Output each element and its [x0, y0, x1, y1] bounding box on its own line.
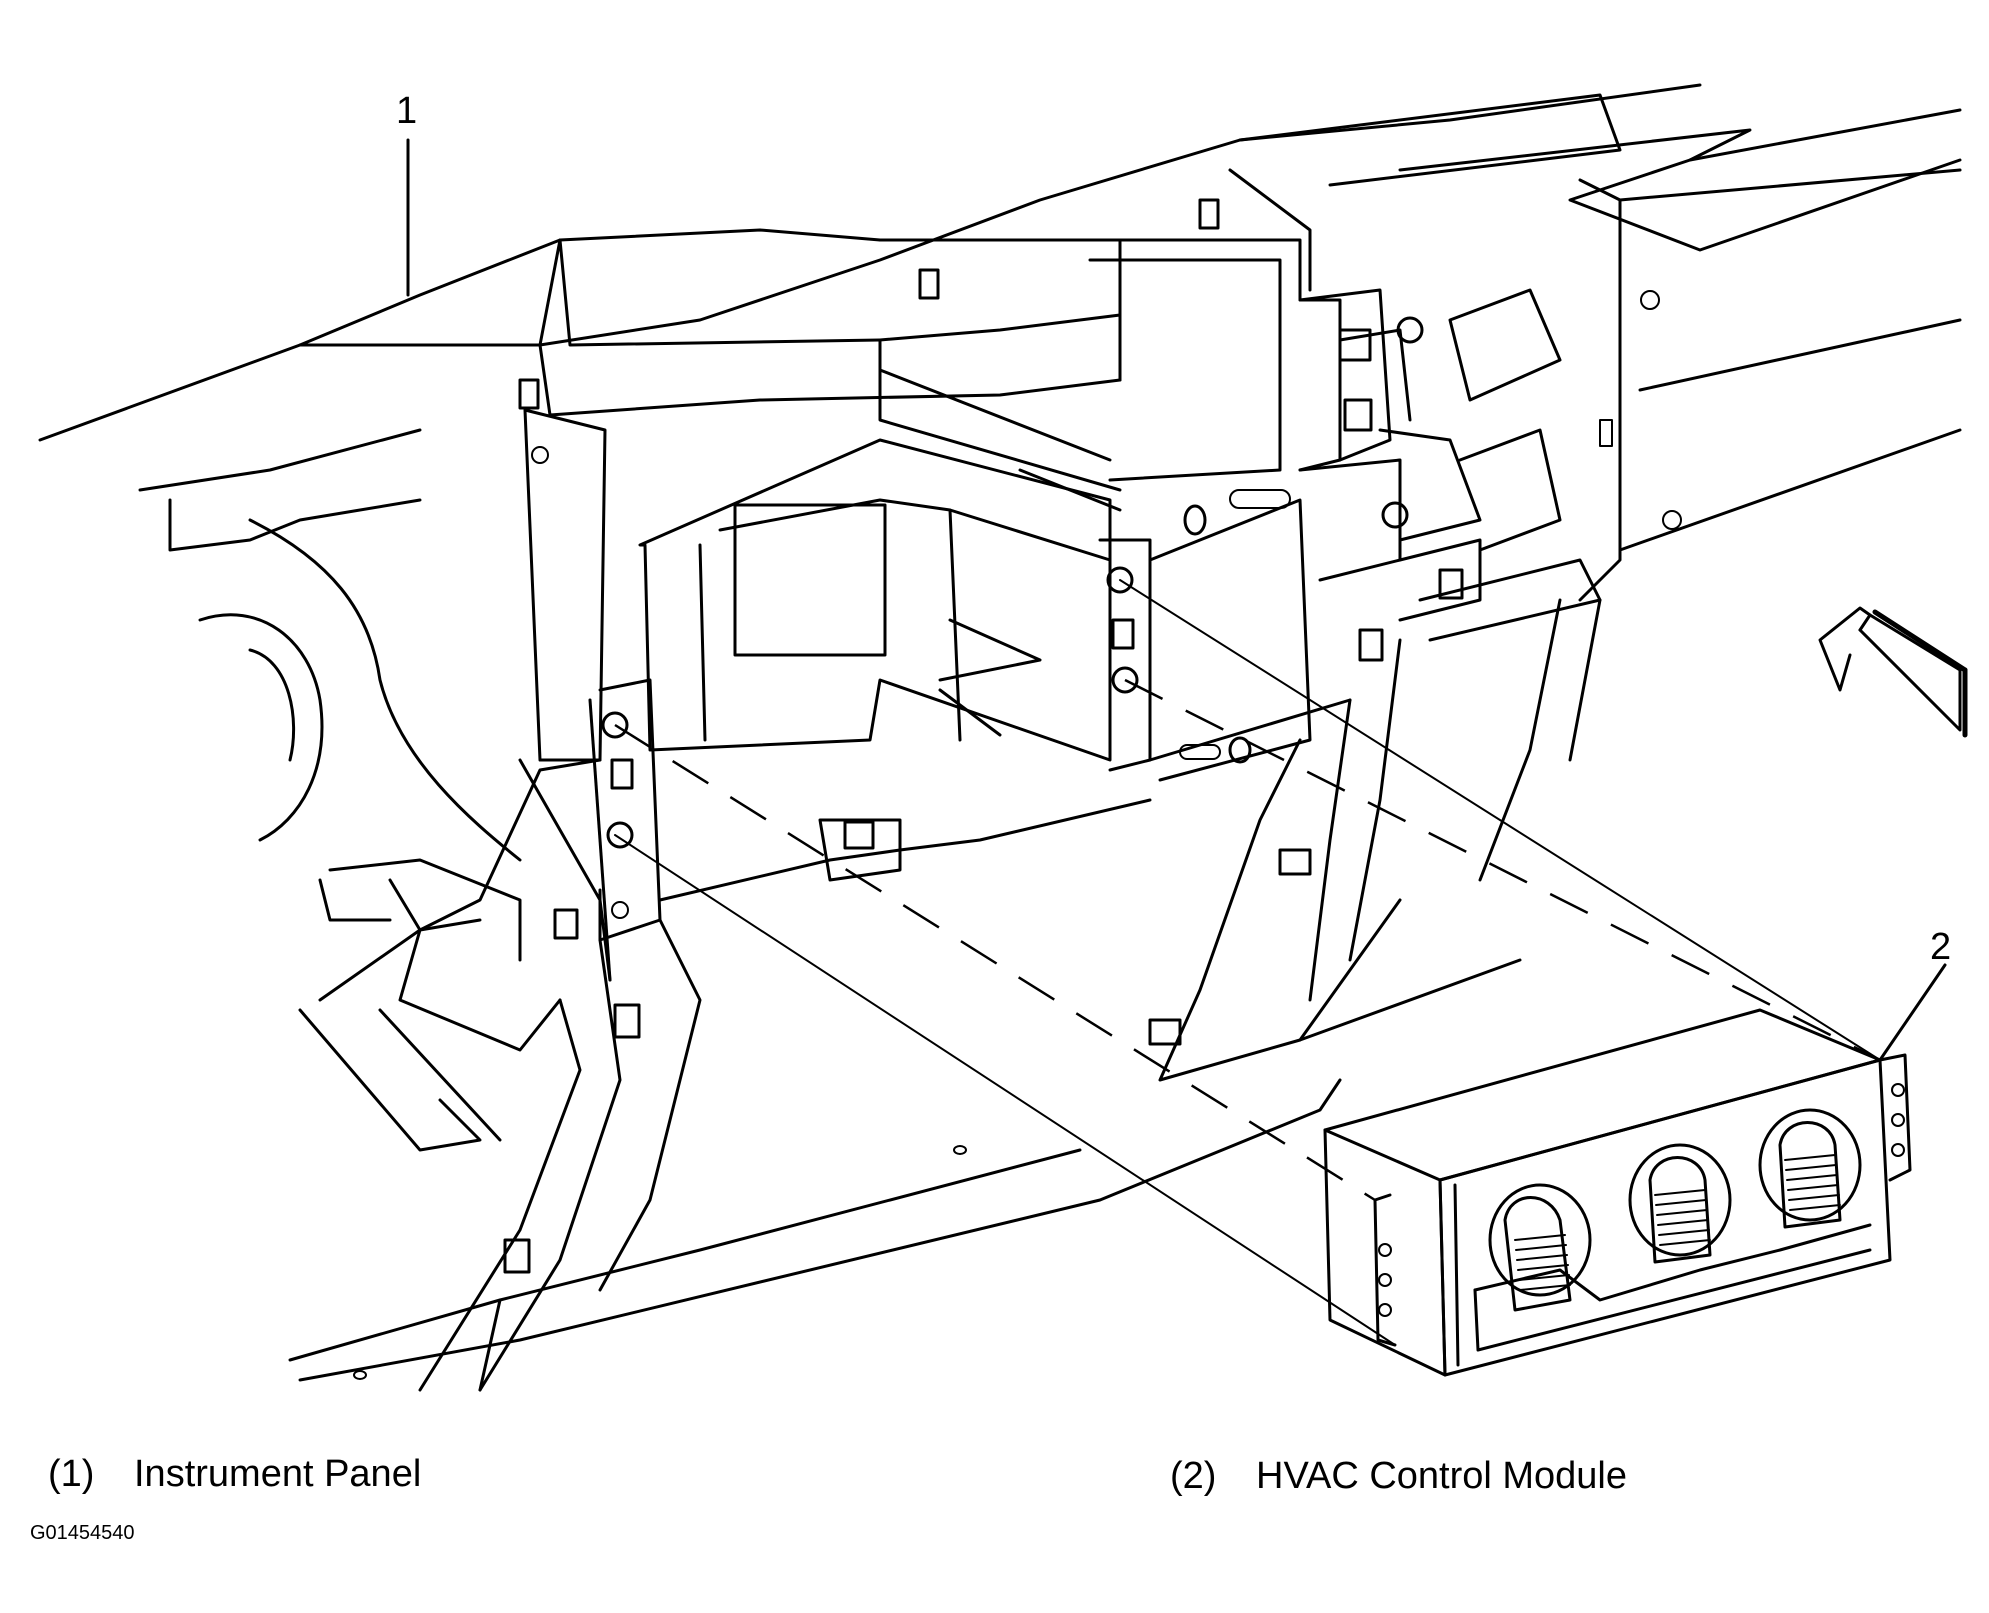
legend-label: HVAC Control Module [1256, 1455, 1628, 1497]
legend-number: (1) [48, 1453, 95, 1495]
legend-item-instrument-panel: (1) Instrument Panel [48, 1455, 421, 1493]
installation-guide-lines [614, 579, 1881, 1346]
instrument-panel-drawing [38, 83, 1962, 1392]
legend-label: Instrument Panel [134, 1453, 422, 1495]
callout-2-leader [1878, 963, 1947, 1062]
legend-number: (2) [1170, 1455, 1217, 1497]
callout-2-number: 2 [1930, 926, 1952, 968]
figure-id: G01454540 [30, 1522, 135, 1544]
view-direction-arrow-icon [1818, 606, 1968, 738]
hvac-control-module-drawing [1323, 1008, 1912, 1377]
legend-item-hvac-control-module: (2) HVAC Control Module [1170, 1457, 1627, 1495]
callout-1-number: 1 [396, 90, 418, 132]
